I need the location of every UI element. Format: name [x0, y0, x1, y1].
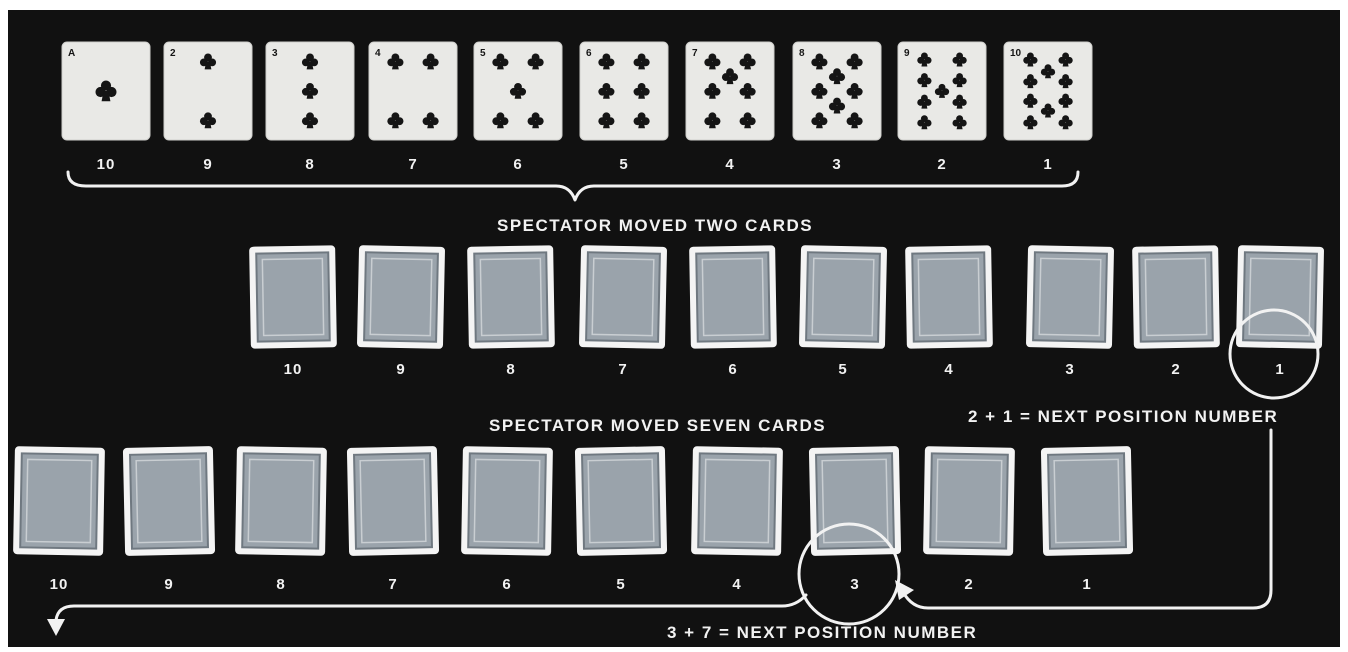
- card-rank-index: 5: [480, 48, 486, 59]
- face-down-card: [691, 446, 783, 556]
- row3-position-number: 3: [835, 576, 875, 593]
- row2-position-number: 4: [929, 361, 969, 378]
- row3-position-number: 4: [717, 576, 757, 593]
- card-rank-index: 9: [904, 48, 910, 59]
- row3-position-number: 1: [1067, 576, 1107, 593]
- row1-position-number: 1: [1028, 156, 1068, 173]
- face-up-card: A: [62, 42, 150, 140]
- face-down-card: [575, 446, 667, 556]
- row1-position-number: 6: [498, 156, 538, 173]
- row3-caption: SPECTATOR MOVED SEVEN CARDS: [489, 416, 826, 436]
- row2-position-number: 1: [1260, 361, 1300, 378]
- row3-position-number: 7: [373, 576, 413, 593]
- face-down-card: [1026, 245, 1114, 349]
- face-down-card: [347, 446, 439, 556]
- row3-next-position-note: 3 + 7 = NEXT POSITION NUMBER: [667, 623, 977, 643]
- row3-position-number: 10: [39, 576, 79, 593]
- row1-position-number: 2: [922, 156, 962, 173]
- card-rank-index: 3: [272, 48, 278, 59]
- face-down-card: [13, 446, 105, 556]
- row2-caption: SPECTATOR MOVED TWO CARDS: [497, 216, 813, 236]
- face-up-card: 3: [266, 42, 354, 140]
- face-down-card: [123, 446, 215, 556]
- face-down-card: [1132, 245, 1220, 348]
- card-rank-index: 8: [799, 48, 805, 59]
- row1-position-number: 9: [188, 156, 228, 173]
- face-down-card: [923, 446, 1015, 556]
- row1-position-number: 4: [710, 156, 750, 173]
- row3-position-number: 8: [261, 576, 301, 593]
- face-down-card: [1236, 245, 1324, 349]
- face-up-card: 10: [1004, 42, 1092, 140]
- row2-position-number: 7: [603, 361, 643, 378]
- row1-position-number: 8: [290, 156, 330, 173]
- row2-next-position-note: 2 + 1 = NEXT POSITION NUMBER: [968, 407, 1278, 427]
- row3-position-number: 2: [949, 576, 989, 593]
- face-down-card: [1041, 446, 1133, 556]
- face-up-card: 2: [164, 42, 252, 140]
- card-rank-index: 7: [692, 48, 698, 59]
- card-rank-index: 10: [1010, 48, 1022, 59]
- face-up-card: 9: [898, 42, 986, 140]
- row2-position-number: 10: [273, 361, 313, 378]
- face-up-card: 8: [793, 42, 881, 140]
- row1-position-number: 3: [817, 156, 857, 173]
- row1-position-number: 10: [86, 156, 126, 173]
- face-down-card: [235, 446, 327, 556]
- face-up-card: 7: [686, 42, 774, 140]
- face-up-card: 6: [580, 42, 668, 140]
- face-down-card: [689, 245, 777, 348]
- card-rank-index: A: [68, 48, 75, 59]
- card-rank-index: 6: [586, 48, 592, 59]
- face-down-card: [357, 245, 445, 349]
- face-down-card: [467, 245, 555, 348]
- row2-position-number: 2: [1156, 361, 1196, 378]
- face-down-card: [461, 446, 553, 556]
- face-up-card: 4: [369, 42, 457, 140]
- row1-position-number: 7: [393, 156, 433, 173]
- row2-position-number: 8: [491, 361, 531, 378]
- row2-position-number: 6: [713, 361, 753, 378]
- face-down-card: [799, 245, 887, 349]
- card-rank-index: 4: [375, 48, 381, 59]
- row1-position-number: 5: [604, 156, 644, 173]
- row3-position-number: 6: [487, 576, 527, 593]
- row2-position-number: 9: [381, 361, 421, 378]
- face-down-card: [249, 245, 337, 348]
- row3-position-number: 5: [601, 576, 641, 593]
- face-up-card: 5: [474, 42, 562, 140]
- face-down-card: [809, 446, 901, 556]
- row3-position-number: 9: [149, 576, 189, 593]
- face-down-card: [905, 245, 993, 348]
- row2-position-number: 3: [1050, 361, 1090, 378]
- card-rank-index: 2: [170, 48, 176, 59]
- row2-position-number: 5: [823, 361, 863, 378]
- face-down-card: [579, 245, 667, 349]
